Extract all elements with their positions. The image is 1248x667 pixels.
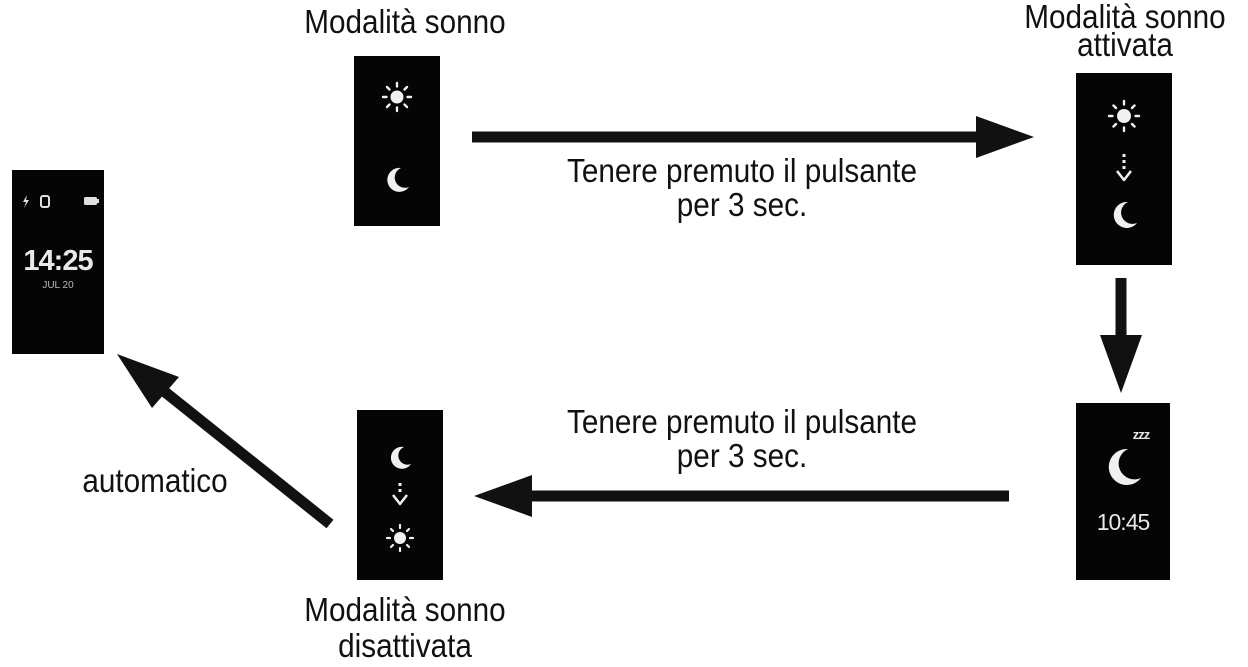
sun-icon (1107, 99, 1141, 133)
label-sleep-mode-on: Modalità sonno attivata (999, 0, 1248, 62)
label-hold-button-top-line1: Tenere premuto il pulsante (566, 152, 918, 189)
label-hold-button-top-line2: per 3 sec. (676, 186, 808, 223)
dotted-down-arrow-icon (1116, 154, 1132, 182)
label-sleep-mode-text: Modalità sonno (304, 3, 506, 40)
label-automatic: automatico (70, 464, 241, 498)
arrow-to-deactivated (474, 475, 1009, 517)
arrow-to-activated (472, 116, 1034, 158)
moon-icon (1108, 448, 1141, 485)
screen-sleep-mode (354, 56, 440, 226)
sun-icon (381, 81, 413, 113)
screen-sleep-mode-activated (1076, 73, 1172, 265)
clock-date: JUL 20 (42, 280, 74, 291)
label-automatic-text: automatico (82, 462, 228, 499)
label-sleep-mode-off: Modalità sonno disattivata (270, 593, 540, 663)
label-hold-button-top: Tenere premuto il pulsante per 3 sec. (562, 154, 922, 222)
label-sleep-mode-on-line2: attivata (1077, 26, 1173, 63)
clock-time: 14:25 (23, 245, 93, 277)
sun-icon (385, 523, 415, 553)
dotted-down-arrow-icon (392, 483, 408, 506)
moon-icon (390, 446, 411, 469)
moon-icon (1113, 201, 1137, 228)
label-sleep-mode: Modalità sonno (270, 5, 540, 39)
label-hold-button-bottom-line2: per 3 sec. (676, 437, 808, 474)
label-sleep-mode-on-line1: Modalità sonno (1024, 0, 1226, 35)
label-hold-button-bottom: Tenere premuto il pulsante per 3 sec. (562, 405, 922, 473)
label-sleep-mode-off-line1: Modalità sonno (304, 591, 506, 628)
label-sleep-mode-off-line2: disattivata (338, 627, 472, 664)
screen-clock: 14:25 JUL 20 (12, 170, 104, 354)
screen-sleeping: zzz 10:45 (1076, 403, 1170, 580)
arrow-to-sleeping (1100, 278, 1142, 393)
screen-sleep-mode-deactivated (357, 410, 443, 580)
sleeping-time: 10:45 (1096, 509, 1151, 535)
label-hold-button-bottom-line1: Tenere premuto il pulsante (566, 403, 918, 440)
status-bar-icons (23, 195, 99, 208)
moon-icon (387, 167, 409, 192)
zzz-icon: zzz (1132, 427, 1151, 442)
arrow-to-clock (117, 354, 334, 529)
